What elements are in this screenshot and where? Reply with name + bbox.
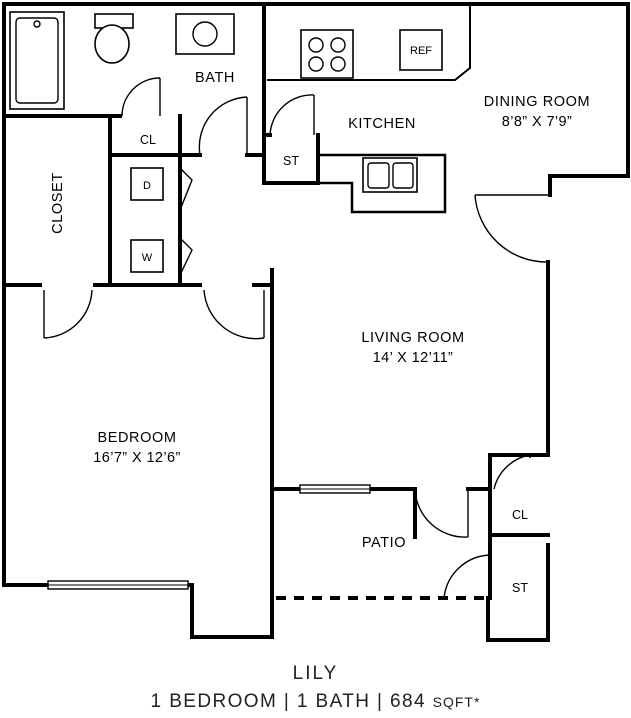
- plan-summary-asterisk: *: [474, 694, 481, 710]
- cl-patio-label: CL: [512, 508, 528, 522]
- plan-summary-unit: SQFT: [432, 694, 474, 710]
- kitchen-sink: [362, 157, 418, 193]
- dryer-label: D: [143, 180, 151, 192]
- st-kitchen-label: ST: [283, 154, 299, 168]
- refrigerator: [399, 29, 443, 71]
- windows: [47, 484, 371, 590]
- bedroom-dimensions: 16’7” X 12’6”: [93, 450, 180, 466]
- plan-summary-text: 1 BEDROOM | 1 BATH | 684: [150, 691, 426, 712]
- kitchen-label: KITCHEN: [348, 116, 416, 132]
- washer-label: W: [142, 252, 153, 264]
- ref-label: REF: [410, 45, 432, 57]
- bedroom-label: BEDROOM: [97, 430, 176, 446]
- bath-label: BATH: [195, 70, 235, 86]
- plan-summary: 1 BEDROOM | 1 BATH | 684 SQFT*: [0, 691, 631, 713]
- bathtub: [9, 11, 65, 110]
- patio-label: PATIO: [362, 535, 406, 551]
- stove: [300, 29, 354, 79]
- st-patio-label: ST: [512, 581, 528, 595]
- living-dimensions: 14’ X 12’11”: [373, 350, 454, 366]
- closet-label: CLOSET: [50, 172, 66, 234]
- doors: [43, 77, 549, 599]
- floor-plan: BATH CL CLOSET KITCHEN ST REF D W DINING…: [2, 2, 630, 642]
- cl-hall-label: CL: [140, 133, 156, 147]
- toilet: [94, 13, 134, 64]
- washer: [130, 239, 164, 273]
- dining-dimensions: 8’8” X 7’9”: [502, 114, 573, 130]
- plan-name: LILY: [292, 663, 339, 684]
- dryer: [130, 167, 164, 201]
- bath-sink: [175, 13, 235, 55]
- dining-label: DINING ROOM: [484, 94, 591, 110]
- living-label: LIVING ROOM: [361, 330, 464, 346]
